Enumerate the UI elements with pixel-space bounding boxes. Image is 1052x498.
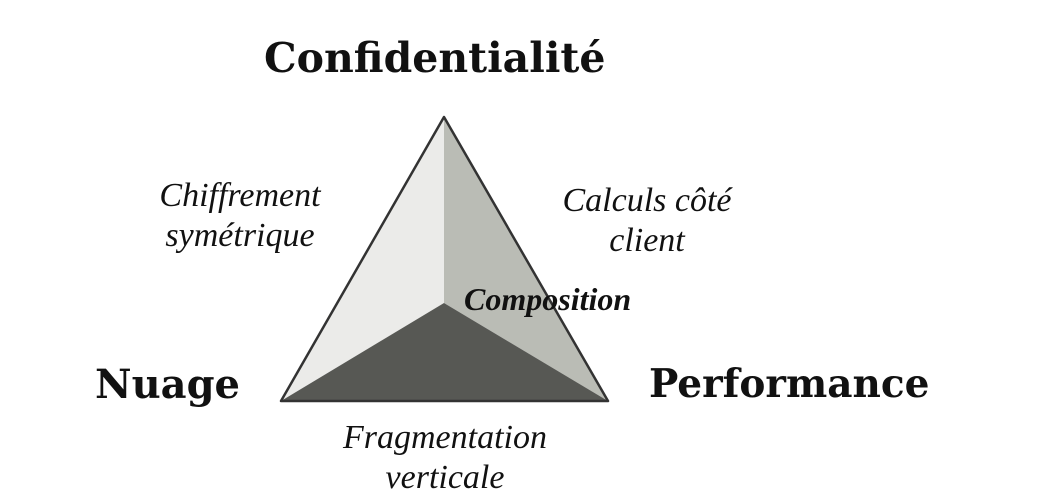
edge-left-line1: Chiffrement xyxy=(159,177,321,214)
edge-left-line2: symétrique xyxy=(165,217,315,254)
edge-bottom-label: Fragmentation verticale xyxy=(315,418,575,498)
edge-right-label: Calculs côté client xyxy=(537,181,757,261)
edge-right-line1: Calculs côté xyxy=(562,182,732,219)
edge-bottom-line1: Fragmentation xyxy=(343,419,547,456)
vertex-top-label: Confidentialité xyxy=(264,34,606,82)
center-label: Composition xyxy=(464,281,632,317)
triangle-outline xyxy=(279,115,610,403)
edge-bottom-line2: verticale xyxy=(385,459,505,496)
face-bottom xyxy=(281,303,608,401)
vertex-left-label: Nuage xyxy=(95,361,240,408)
vertex-right-label: Performance xyxy=(649,361,930,407)
edge-left-label: Chiffrement symétrique xyxy=(130,176,350,256)
edge-right-line2: client xyxy=(609,222,685,259)
